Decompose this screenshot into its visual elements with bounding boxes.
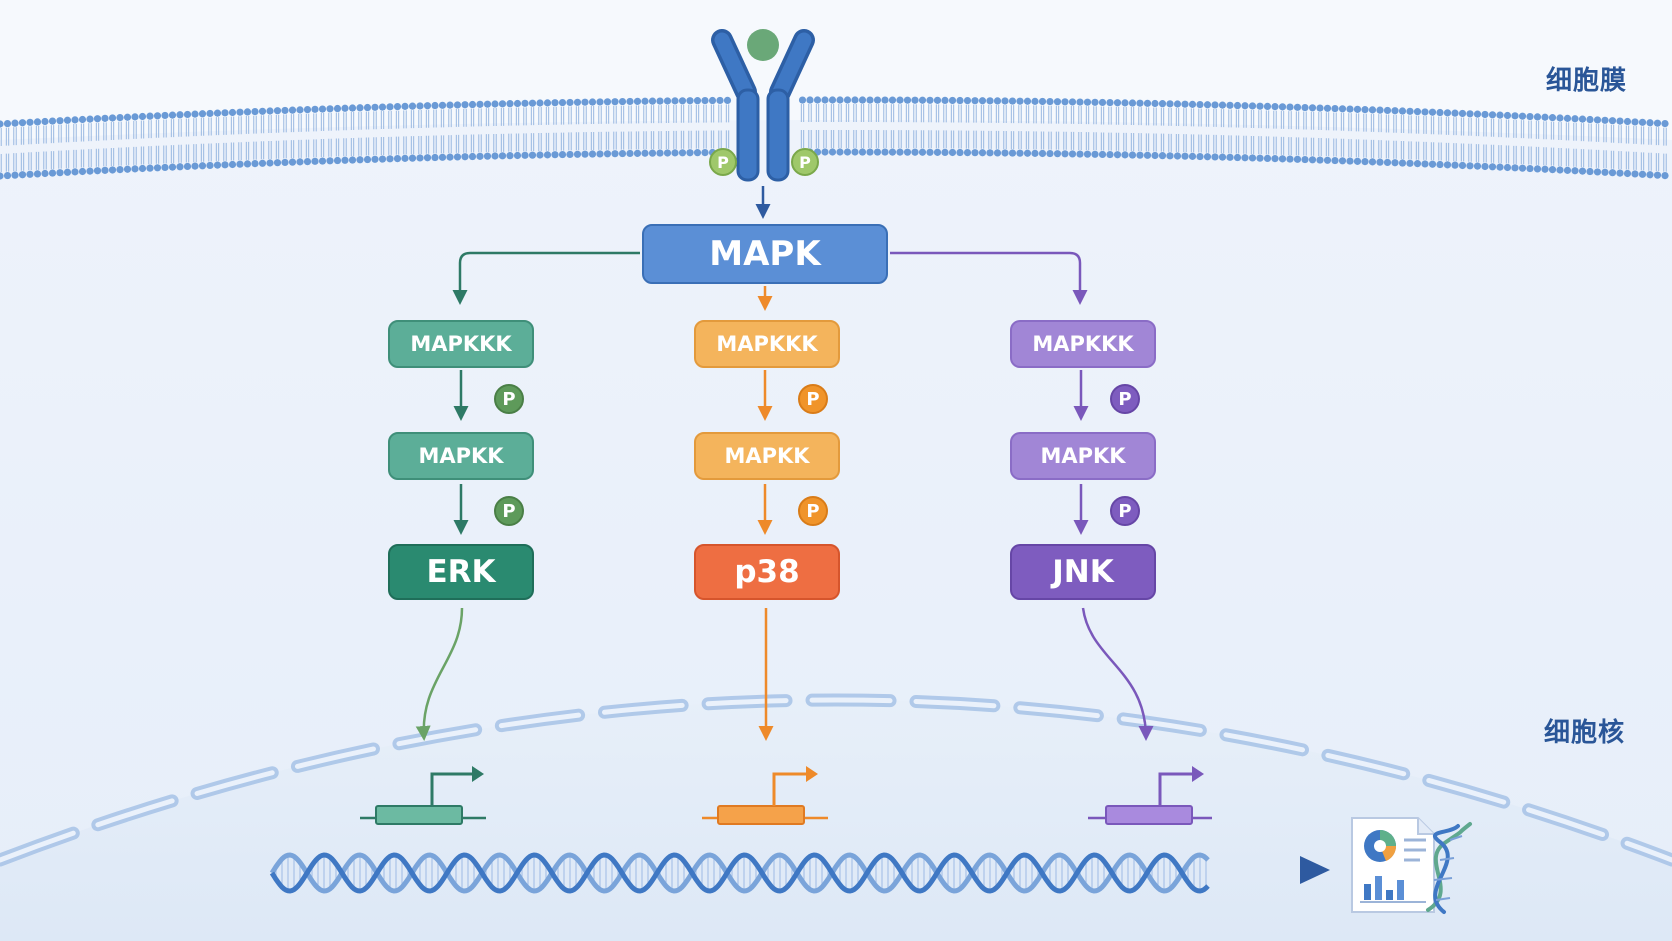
p38-box: p38 <box>694 544 840 600</box>
p38-phospho-badge-1: P <box>798 384 828 414</box>
jnk-target-gene-icon <box>1088 766 1212 825</box>
mapk-to-erk-branch-arrow <box>452 251 640 305</box>
p38-phospho-badge-2: P <box>798 496 828 526</box>
membrane-label: 细胞膜 <box>1546 66 1628 96</box>
svg-text:P: P <box>799 153 811 172</box>
receptor-phospho-right: P <box>791 148 819 176</box>
erk-box: ERK <box>388 544 534 600</box>
erk-label: ERK <box>426 554 496 590</box>
erk-nuclear-translocation-arrow <box>415 607 464 741</box>
p38-mapkk-label: MAPKK <box>724 444 810 468</box>
jnk-label: JNK <box>1052 554 1114 590</box>
p38-mapkkk-box: MAPKKK <box>694 320 840 368</box>
svg-text:P: P <box>717 153 729 172</box>
receptor-phospho-left: P <box>709 148 737 176</box>
jnk-nuclear-translocation-arrow <box>1081 607 1154 741</box>
cell-membrane <box>0 96 1669 180</box>
mapk-label: MAPK <box>709 234 821 274</box>
jnk-mapkk-box: MAPKK <box>1010 432 1156 480</box>
jnk-box: JNK <box>1010 544 1156 600</box>
ligand <box>747 29 779 61</box>
erk-phospho-badge-1: P <box>494 384 524 414</box>
jnk-phospho-badge-1: P <box>1110 384 1140 414</box>
erk-mapkk-box: MAPKK <box>388 432 534 480</box>
p38-label: p38 <box>734 554 800 590</box>
erk-mapkkk-label: MAPKKK <box>410 332 512 356</box>
p38-mapkkk-label: MAPKKK <box>716 332 818 356</box>
jnk-mapkkk-box: MAPKKK <box>1010 320 1156 368</box>
p38-mapkk-box: MAPKK <box>694 432 840 480</box>
mapk-box: MAPK <box>642 224 888 284</box>
p38-target-gene-icon <box>702 766 828 825</box>
jnk-mapkk-label: MAPKK <box>1040 444 1126 468</box>
dna-helix-icon <box>269 852 1210 894</box>
mapk-to-jnk-branch-arrow <box>890 251 1088 305</box>
arrow-right-icon <box>1230 856 1330 884</box>
nucleus-label: 细胞核 <box>1544 718 1626 748</box>
jnk-phospho-badge-2: P <box>1110 496 1140 526</box>
report-document-icon <box>1351 817 1472 914</box>
erk-phospho-badge-2: P <box>494 496 524 526</box>
erk-mapkk-label: MAPKK <box>418 444 504 468</box>
receptor-icon <box>711 29 815 182</box>
jnk-mapkkk-label: MAPKKK <box>1032 332 1134 356</box>
erk-mapkkk-box: MAPKKK <box>388 320 534 368</box>
erk-target-gene-icon <box>360 766 486 825</box>
